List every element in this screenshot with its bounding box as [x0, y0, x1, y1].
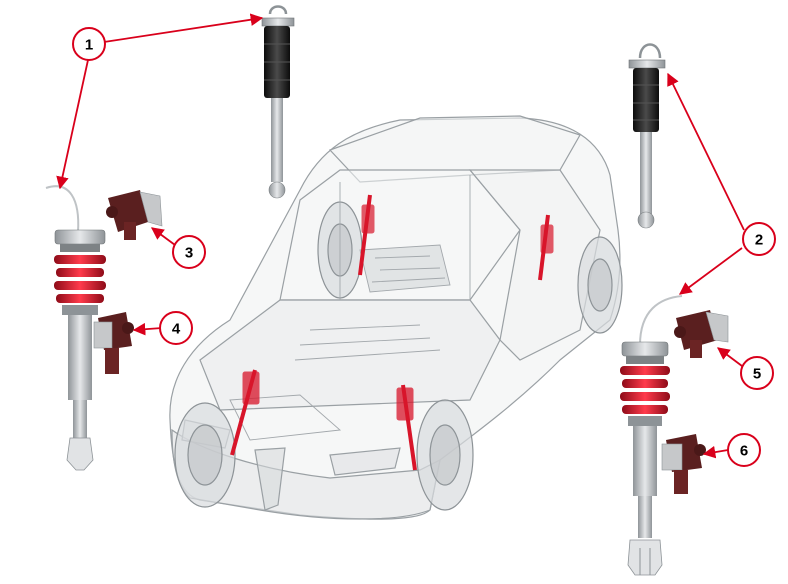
front-strut-right [620, 295, 683, 576]
callout-5: 5 [740, 356, 774, 390]
callout-3: 3 [172, 235, 206, 269]
callout-6-label: 6 [740, 443, 748, 460]
callout-4: 4 [159, 311, 193, 345]
callout-1: 1 [72, 27, 106, 61]
car-internal-shocks [230, 194, 554, 471]
callout-2: 2 [742, 222, 776, 256]
sensor-4 [93, 312, 134, 374]
callout-5-label: 5 [753, 366, 761, 383]
sensor-5 [674, 310, 729, 358]
callout-2-label: 2 [755, 232, 763, 249]
callout-1-label: 1 [85, 37, 93, 54]
car-internals [229, 175, 471, 441]
sensor-6 [661, 434, 706, 494]
rear-damper-right [628, 43, 666, 229]
sensor-3 [106, 190, 163, 240]
callout-3-label: 3 [185, 245, 193, 262]
callout-leaders [56, 13, 745, 459]
rear-damper-left [261, 5, 295, 199]
front-strut-left [45, 185, 106, 471]
callout-6: 6 [727, 433, 761, 467]
callout-4-label: 4 [172, 321, 181, 338]
car-body [169, 115, 621, 520]
